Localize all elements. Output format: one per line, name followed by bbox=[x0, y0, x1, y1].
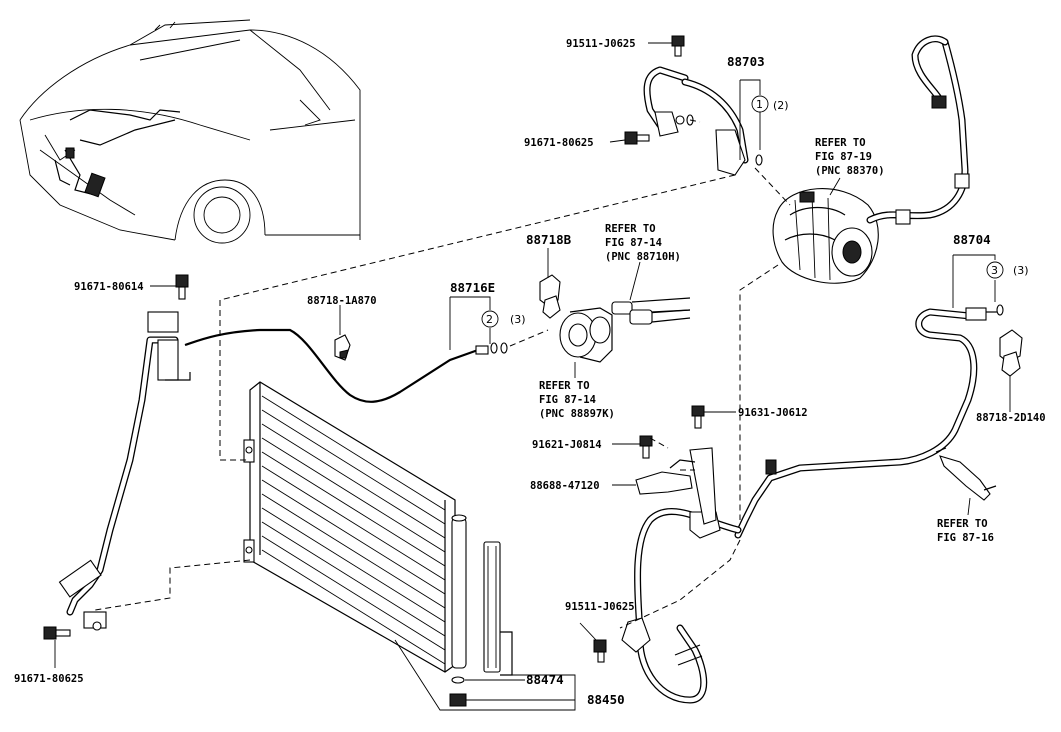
callout-2-qty: (3) bbox=[510, 313, 526, 326]
label-88703: 88703 bbox=[727, 54, 765, 69]
refer-87-14-mid-line2: FIG 87-14 bbox=[539, 394, 596, 406]
callout-2: 2 (3) bbox=[481, 310, 526, 328]
refer-87-14-mid-line1: REFER TO bbox=[539, 380, 590, 392]
receiver-strip bbox=[483, 541, 513, 676]
refer-87-16-line1: REFER TO bbox=[937, 518, 988, 530]
label-88716e: 88716E bbox=[450, 280, 495, 295]
callout-1-number: 1 bbox=[756, 98, 763, 111]
bolt-91671-top bbox=[624, 131, 650, 145]
label-88718-1a870: 88718-1A870 bbox=[307, 295, 377, 307]
pipe-88704 bbox=[734, 307, 998, 539]
callout-1: 1 (2) bbox=[751, 95, 789, 113]
bolt-91621 bbox=[639, 435, 653, 459]
left-pipe bbox=[58, 311, 191, 631]
hose-band bbox=[954, 173, 970, 189]
center-block bbox=[559, 307, 613, 363]
refer-87-19-line2: FIG 87-19 bbox=[815, 151, 872, 163]
refer-87-14-top-line3: (PNC 88710H) bbox=[605, 251, 681, 263]
bolt-91671-80614 bbox=[175, 274, 189, 300]
bolt-91511-top bbox=[671, 35, 685, 57]
label-91511-bottom: 91511-J0625 bbox=[565, 601, 635, 613]
callout-3-qty: (3) bbox=[1013, 264, 1029, 277]
refer-87-19-line3: (PNC 88370) bbox=[815, 165, 885, 177]
refer-87-14-mid-line3: (PNC 88897K) bbox=[539, 408, 615, 420]
callout-2-number: 2 bbox=[486, 313, 493, 326]
leader-lines bbox=[54, 42, 1011, 711]
label-91621: 91621-J0814 bbox=[532, 439, 602, 451]
label-91671-80625-bottom: 91671-80625 bbox=[14, 673, 84, 685]
bolt-91671-bottom bbox=[43, 626, 71, 640]
refer-87-19-line1: REFER TO bbox=[815, 137, 866, 149]
refer-87-14-top-line2: FIG 87-14 bbox=[605, 237, 662, 249]
pipe-88710h bbox=[611, 297, 691, 325]
label-88718-2d140: 88718-2D140 bbox=[976, 412, 1046, 424]
o-ring-2 bbox=[755, 154, 763, 166]
plug-cap bbox=[449, 693, 467, 707]
label-91631: 91631-J0612 bbox=[738, 407, 808, 419]
o-ring-5 bbox=[996, 304, 1004, 316]
compressor bbox=[772, 188, 879, 284]
label-88718b: 88718B bbox=[526, 232, 572, 247]
lower-hose bbox=[621, 508, 742, 704]
callout-3-number: 3 bbox=[991, 264, 998, 277]
label-91671-80625-top: 91671-80625 bbox=[524, 137, 594, 149]
label-88450: 88450 bbox=[587, 692, 625, 707]
refer-87-14-top-line1: REFER TO bbox=[605, 223, 656, 235]
label-88688: 88688-47120 bbox=[530, 480, 600, 492]
hose-fitting bbox=[931, 95, 947, 109]
refer-87-16-line2: FIG 87-16 bbox=[937, 532, 994, 544]
fitting-88716e bbox=[475, 345, 489, 355]
bracket-88688 bbox=[635, 447, 717, 525]
clip-88718-1a870 bbox=[334, 334, 351, 361]
clip-88718-2d140 bbox=[999, 329, 1023, 377]
hose-88703 bbox=[643, 66, 749, 176]
o-ring-4 bbox=[500, 342, 508, 354]
bracket-87-16 bbox=[935, 447, 997, 501]
label-91511-top: 91511-J0625 bbox=[566, 38, 636, 50]
liquid-line bbox=[184, 328, 479, 403]
condenser bbox=[243, 381, 467, 673]
label-91671-80614: 91671-80614 bbox=[74, 281, 144, 293]
callout-3: 3 (3) bbox=[986, 261, 1029, 279]
label-88474: 88474 bbox=[526, 672, 564, 687]
o-ring-3 bbox=[490, 342, 498, 354]
label-88704: 88704 bbox=[953, 232, 991, 247]
bolt-91631 bbox=[691, 405, 705, 429]
car-illustration bbox=[19, 19, 361, 244]
callout-1-qty: (2) bbox=[773, 99, 789, 112]
dashed-guides bbox=[94, 119, 791, 629]
o-ring bbox=[451, 676, 465, 684]
hose-band-2 bbox=[895, 209, 911, 225]
clip-88718b bbox=[539, 274, 561, 319]
bolt-91511-bottom bbox=[593, 639, 607, 663]
